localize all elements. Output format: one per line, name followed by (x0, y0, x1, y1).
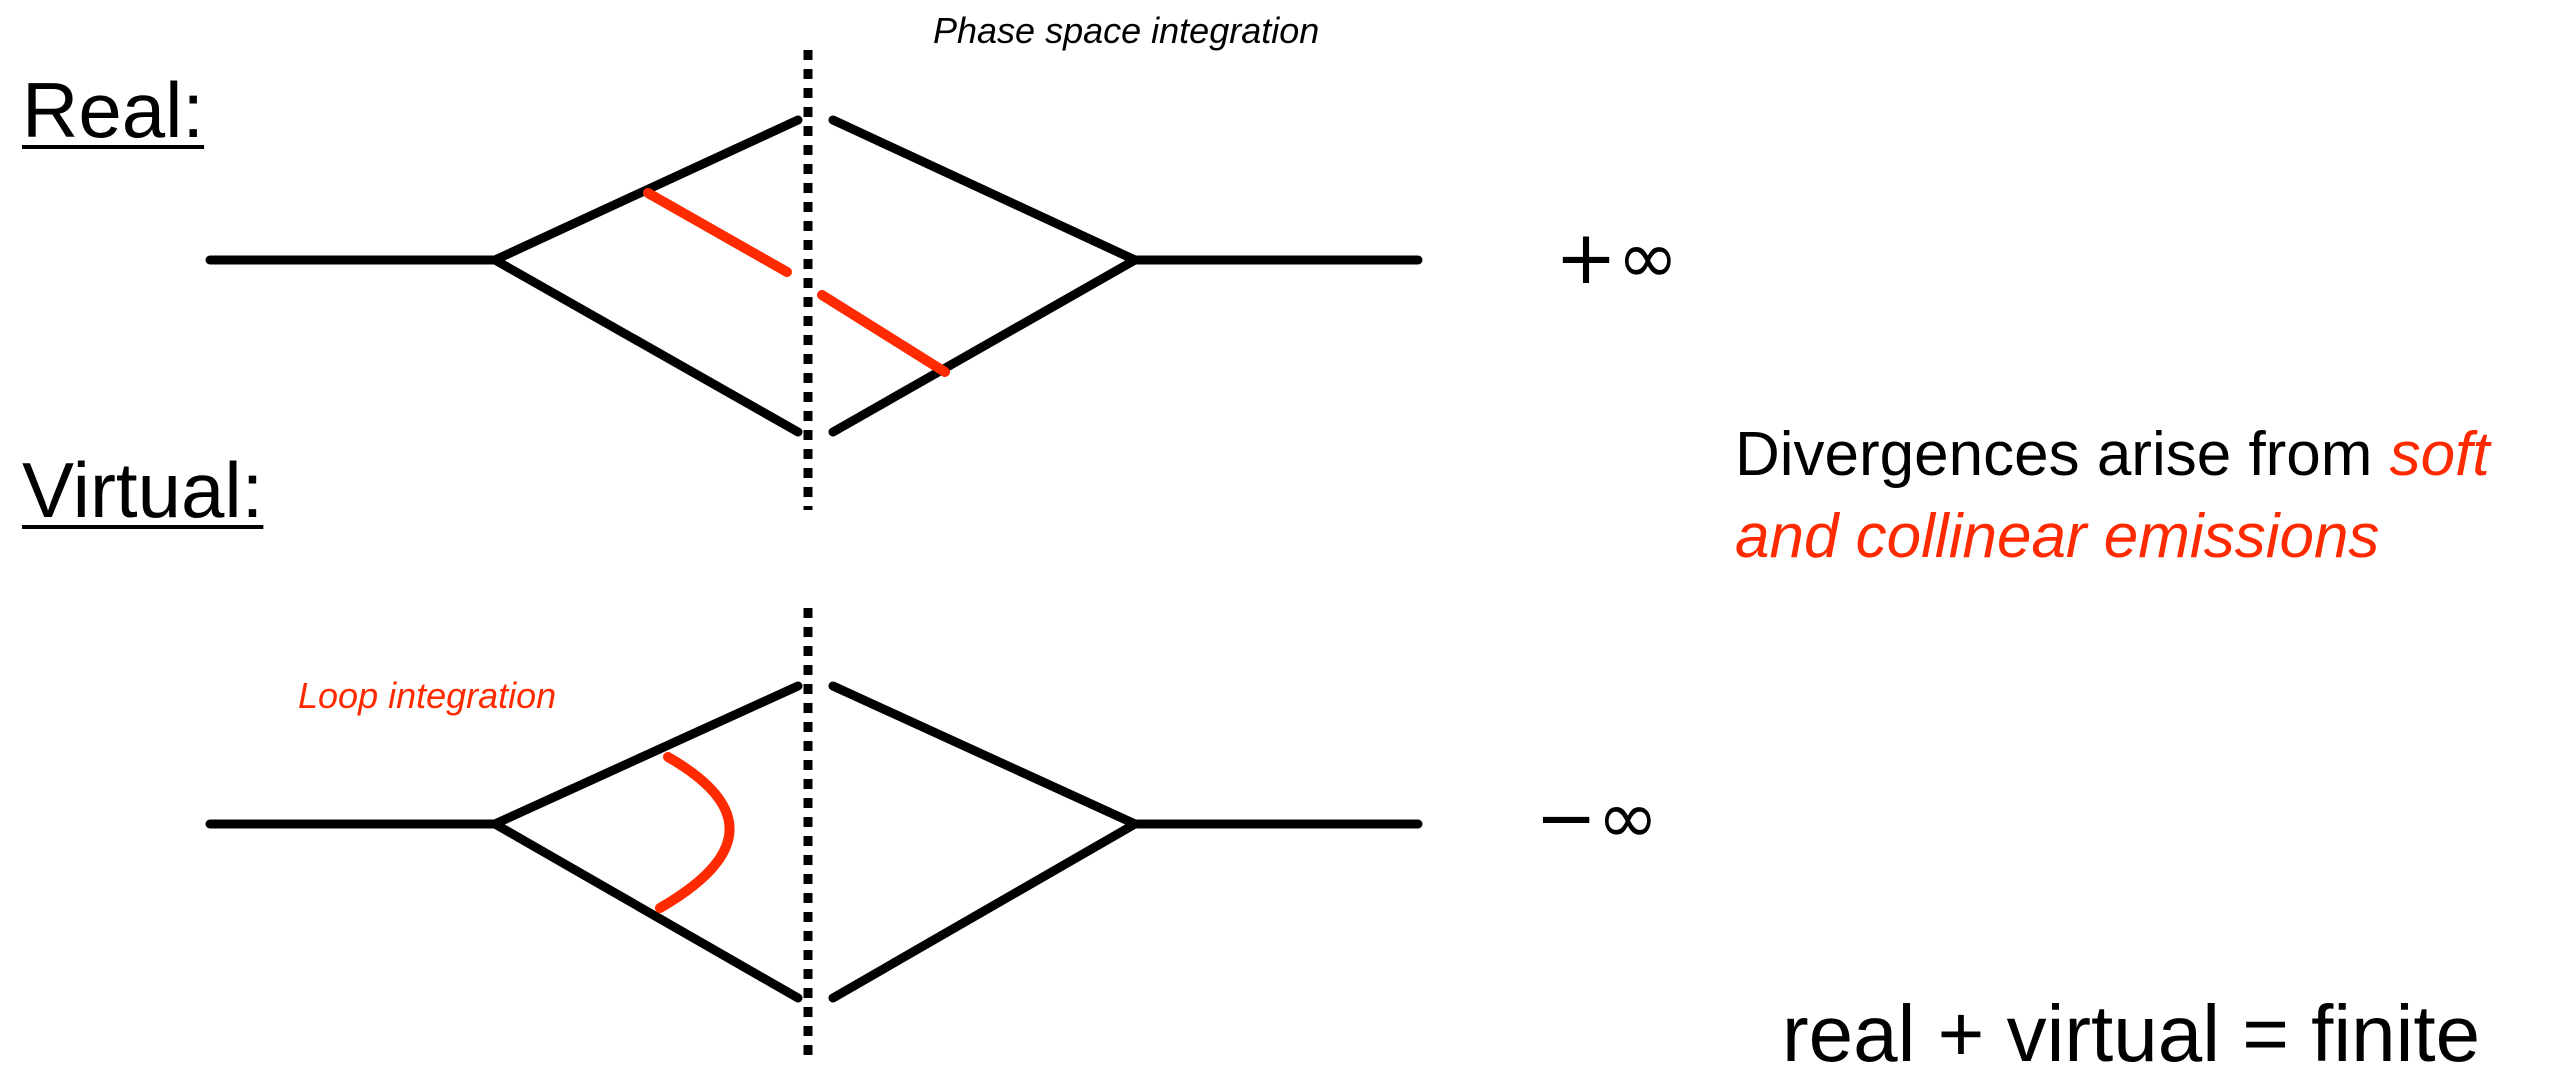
summary-equation: real + virtual = finite (1782, 989, 2481, 1078)
loop-integration-caption: Loop integration (298, 675, 557, 716)
real-right-upper-line (828, 115, 1140, 265)
virtual-result: −∞ (1535, 775, 1659, 861)
real-left-lower-line (490, 255, 803, 437)
real-emission-left (643, 188, 792, 277)
divergence-lead-text: Divergences arise from (1735, 420, 2390, 489)
divergence-highlight-line2: and collinear emissions (1735, 502, 2380, 571)
real-emission-right (817, 290, 950, 377)
virtual-right-upper-line (828, 681, 1140, 829)
divergence-statement: Divergences arise from soft and collinea… (1735, 414, 2490, 578)
divergence-statement-line1: Divergences arise from soft (1735, 414, 2490, 496)
phase-space-caption: Phase space integration (933, 10, 1320, 51)
virtual-diagram (205, 608, 1423, 1062)
virtual-right-lower-line (828, 819, 1140, 1003)
virtual-loop-emission (655, 752, 735, 913)
divergence-highlight-line1: soft (2389, 420, 2490, 489)
virtual-label: Virtual: (22, 446, 264, 534)
real-result: +∞ (1555, 215, 1679, 301)
real-right-lower-line (828, 255, 1140, 437)
virtual-left-lower-line (490, 819, 803, 1003)
virtual-left-upper-line (490, 681, 803, 829)
real-diagram (205, 50, 1423, 510)
real-label: Real: (22, 66, 205, 154)
